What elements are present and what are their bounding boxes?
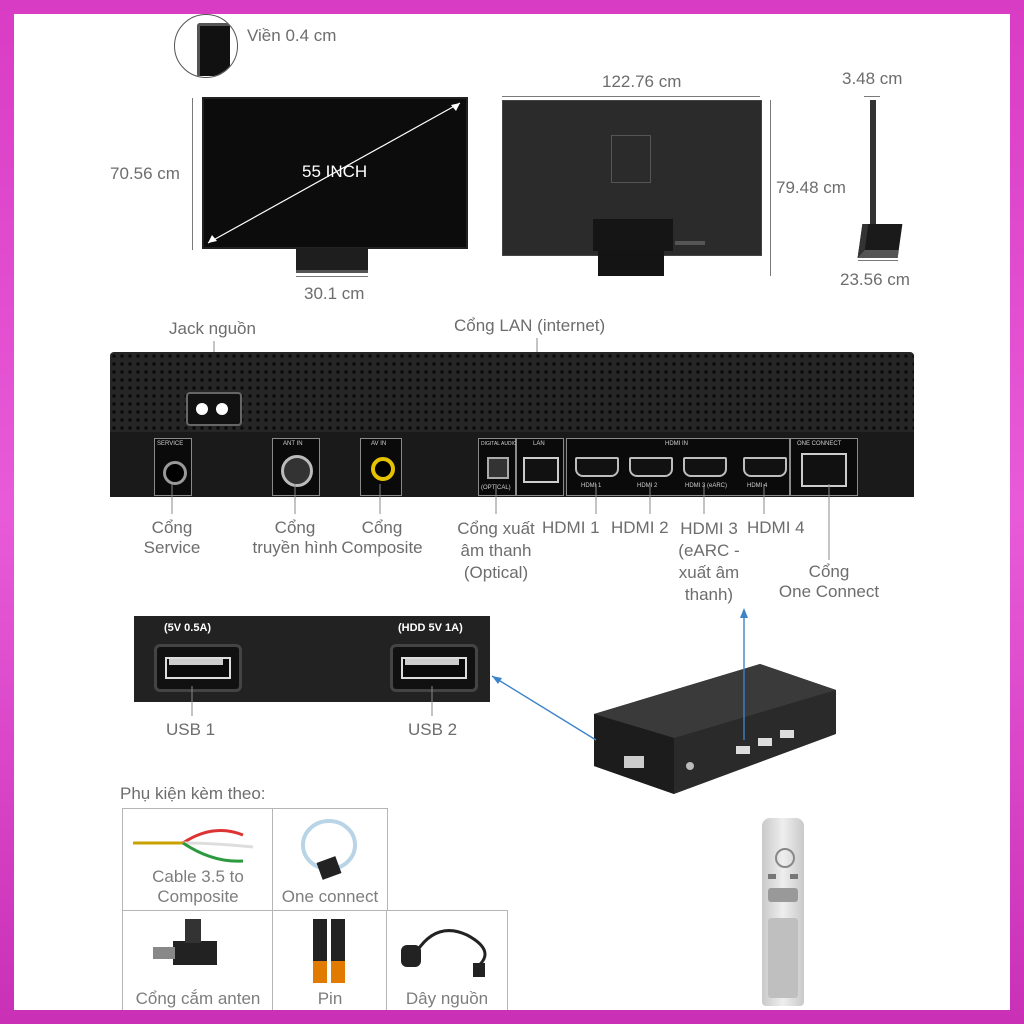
bezel-magnifier [174,14,238,78]
hdmi1-port [575,457,619,477]
power-cord-icon [401,929,487,977]
usb1-spec: (5V 0.5A) [164,622,212,634]
hdmi1-label: HDMI 1 [542,518,600,537]
lan-label: Cổng LAN (internet) [454,316,606,335]
spec-sheet: Viền 0.4 cm 70.56 cm 55 INCH 30.1 cm 122… [14,14,1010,1010]
power-jack-port [186,392,242,426]
hdmi-group: HDMI IN HDMI 1 HDMI 2 HDMI 3 (eARC) HDMI… [566,438,790,496]
composite-label: Cổng Composite [341,518,423,557]
remote-control [762,818,804,1006]
battery-icon [313,919,345,983]
panel-leaders-bottom [171,484,830,560]
depth-stand-line [858,260,898,261]
antenna-port: ANT IN [272,438,320,496]
usb2-label: USB 2 [408,720,458,739]
bezel-label: Viền 0.4 cm [247,26,337,45]
accessory-power-cord: Dây nguồn [386,910,508,1010]
lan-port: LAN [516,438,564,496]
screen-height-label: 70.56 cm [110,164,180,183]
one-connect-label: Cổng One Connect [778,562,880,601]
tv-back [502,100,762,256]
composite-cable-icon [133,829,254,863]
hdmi2-port [629,457,673,477]
total-height-label: 79.48 cm [776,178,846,197]
diagonal-arrow-icon [207,102,461,244]
total-height-line [770,100,771,276]
height-line [192,98,193,250]
service-label: Cổng Service [143,518,201,557]
one-connect-box-icon [491,608,836,794]
stand-width-label: 30.1 cm [304,284,365,303]
composite-port: AV IN [360,438,402,496]
usb1-label: USB 1 [166,720,216,739]
depth-top-line [864,96,880,97]
optical-label: Cổng xuất âm thanh (Optical) [457,519,535,582]
hdmi2-label: HDMI 2 [611,518,669,537]
hdmi3-port [683,457,727,477]
usb-leaders [191,686,433,716]
antenna-label: Cổng truyền hình [252,518,338,557]
stand-width-line [296,276,368,277]
accessory-battery: Pin [272,910,388,1010]
usb-panel: (5V 0.5A) (HDD 5V 1A) [134,616,490,702]
width-label: 122.76 cm [602,72,682,91]
hdmi4-port [743,457,787,477]
width-line [502,96,760,97]
accessory-cable: Cable 3.5 to Composite [122,808,274,912]
usb2-spec: (HDD 5V 1A) [398,622,463,634]
antenna-adapter-icon [153,919,217,965]
usb2-port [390,644,478,692]
depth-top-label: 3.48 cm [842,69,903,88]
tv-stand-back [598,250,664,276]
screen-size-label: 55 INCH [302,162,368,181]
one-connect-cable-icon [301,819,357,880]
accessory-one-connect: One connect [272,808,388,912]
depth-stand-label: 23.56 cm [840,270,910,289]
one-connect-port: ONE CONNECT [790,438,858,496]
accessory-antenna-adapter: Cổng cắm anten [122,910,274,1010]
hdmi4-label: HDMI 4 [747,518,805,537]
accessories-heading: Phụ kiện kèm theo: [120,784,266,803]
tv-side [870,100,876,248]
hdmi3-label: HDMI 3 (eARC - xuất âm thanh) [678,519,740,604]
power-jack-label: Jack nguồn [169,319,256,338]
tv-stand-front [296,248,368,273]
service-port: SERVICE [154,438,192,496]
usb1-port [154,644,242,692]
